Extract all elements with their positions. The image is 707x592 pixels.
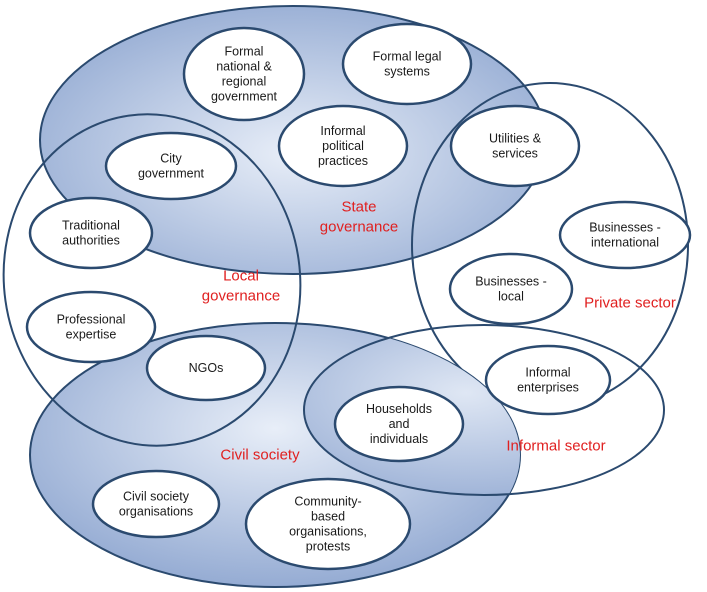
node-label-line: international xyxy=(591,236,659,250)
node-label-line: Informal xyxy=(320,124,365,138)
informal-sector-region xyxy=(303,324,665,496)
node-ellipse xyxy=(28,196,154,270)
node-businesses-intl: Businesses -international xyxy=(558,200,692,270)
node-ellipse xyxy=(341,22,473,106)
node-label-line: national & xyxy=(216,60,272,74)
node-label-line: and xyxy=(389,417,410,431)
node-label-line: government xyxy=(211,90,278,104)
node-label-line: political xyxy=(322,139,364,153)
region-label-local: Local xyxy=(223,268,259,285)
node-ellipse xyxy=(484,344,612,416)
node-label-line: Utilities & xyxy=(489,132,542,146)
node-ellipse xyxy=(104,131,238,201)
node-ellipse xyxy=(448,252,574,326)
node-ellipse xyxy=(145,334,267,402)
node-label-line: systems xyxy=(384,65,430,79)
node-ellipse xyxy=(449,104,581,188)
node-label-line: Formal legal xyxy=(373,50,442,64)
node-label-line: government xyxy=(138,167,205,181)
region-label-informal: Informal sector xyxy=(506,438,605,455)
node-utilities: Utilities &services xyxy=(449,104,581,188)
node-businesses-local: Businesses -local xyxy=(448,252,574,326)
node-label-line: based xyxy=(311,510,345,524)
node-label-line: NGOs xyxy=(189,361,224,375)
node-label-line: Businesses - xyxy=(589,221,661,235)
node-ellipse xyxy=(277,104,409,188)
node-label-line: Professional xyxy=(57,313,126,327)
node-label-line: local xyxy=(498,290,524,304)
node-label-line: Households xyxy=(366,402,432,416)
region-label-civil: Civil society xyxy=(220,447,300,464)
node-label-line: expertise xyxy=(66,328,117,342)
node-label-line: individuals xyxy=(370,432,428,446)
node-label-line: Businesses - xyxy=(475,275,547,289)
node-label-line: practices xyxy=(318,154,368,168)
node-label-line: authorities xyxy=(62,234,120,248)
node-label-line: Community- xyxy=(294,495,361,509)
node-ellipse xyxy=(91,469,221,539)
node-label-line: protests xyxy=(306,540,350,554)
node-label-line: organisations xyxy=(119,505,193,519)
region-label-local: governance xyxy=(202,288,280,305)
node-ellipse xyxy=(558,200,692,270)
node-ngos: NGOs xyxy=(145,334,267,402)
node-label-line: enterprises xyxy=(517,381,579,395)
region-label-state: governance xyxy=(320,219,398,236)
node-label-line: Traditional xyxy=(62,219,120,233)
node-ellipse xyxy=(182,26,306,122)
node-ellipse xyxy=(333,385,465,463)
node-label-line: Civil society xyxy=(123,490,190,504)
node-label-line: City xyxy=(160,152,182,166)
node-label-line: services xyxy=(492,147,538,161)
local-governance-region xyxy=(2,113,302,447)
region-label-state: State xyxy=(341,199,376,216)
node-label-line: Formal xyxy=(225,45,264,59)
region-label-private: Private sector xyxy=(584,295,676,312)
node-label-line: regional xyxy=(222,75,266,89)
node-label-line: organisations, xyxy=(289,525,367,539)
node-ellipse xyxy=(25,290,157,364)
node-label-line: Informal xyxy=(525,366,570,380)
node-ellipse xyxy=(244,477,412,571)
